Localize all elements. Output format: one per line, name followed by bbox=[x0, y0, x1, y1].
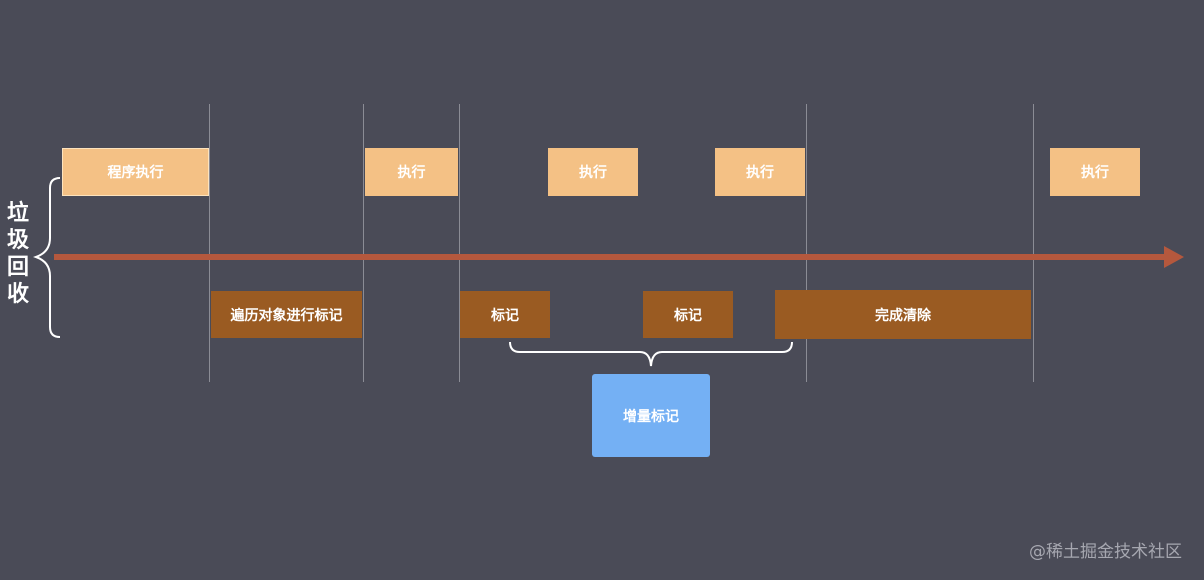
exec-box: 执行 bbox=[715, 148, 805, 196]
bottom-curly-brace-icon bbox=[509, 341, 793, 367]
traverse-mark-box: 遍历对象进行标记 bbox=[211, 291, 362, 338]
watermark: @稀土掘金技术社区 bbox=[1029, 542, 1182, 562]
mark-box: 标记 bbox=[460, 291, 550, 338]
divider-line bbox=[1033, 104, 1034, 382]
timeline-arrow-icon bbox=[1164, 246, 1184, 268]
incremental-marking-box: 增量标记 bbox=[592, 374, 710, 457]
mark-box: 标记 bbox=[643, 291, 733, 338]
divider-line bbox=[209, 104, 210, 382]
program-exec-box: 程序执行 bbox=[62, 148, 209, 196]
exec-box: 执行 bbox=[548, 148, 638, 196]
exec-box: 执行 bbox=[365, 148, 458, 196]
timeline-axis bbox=[54, 254, 1170, 260]
complete-sweep-box: 完成清除 bbox=[775, 290, 1031, 339]
exec-box: 执行 bbox=[1050, 148, 1140, 196]
divider-line bbox=[363, 104, 364, 382]
left-curly-brace-icon bbox=[33, 177, 61, 338]
garbage-collection-label: 垃 圾 回 收 bbox=[6, 201, 29, 307]
divider-line bbox=[806, 104, 807, 382]
divider-line bbox=[459, 104, 460, 382]
